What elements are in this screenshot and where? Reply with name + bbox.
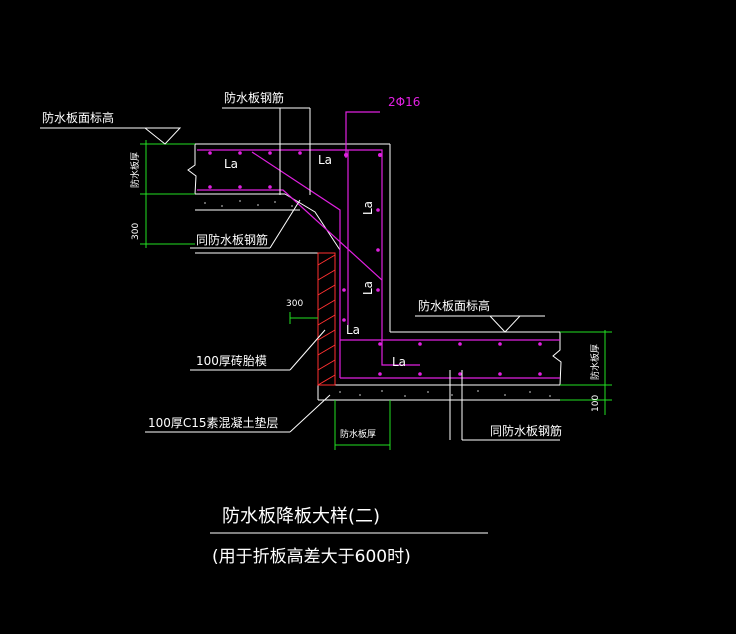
bar-spec-label: 2Φ16 xyxy=(388,95,420,109)
cushion-speckle xyxy=(204,200,551,397)
slab-outline xyxy=(187,143,562,401)
thickness-left-label: 防水板厚 xyxy=(129,152,141,188)
brick-mold-hatch xyxy=(317,252,336,386)
cushion-label: 100厚C15素混凝土垫层 xyxy=(148,415,279,430)
rebar-top-label: 防水板钢筋 xyxy=(224,90,284,105)
brick-mold-label: 100厚砖胎模 xyxy=(196,353,267,368)
la-label-1: La xyxy=(224,157,238,171)
rebar-lines xyxy=(197,111,560,379)
dim-100-label: 100 xyxy=(591,395,601,412)
dimension-lines xyxy=(140,140,612,450)
la-label-5: La xyxy=(346,323,360,337)
la-label-2: La xyxy=(318,153,332,167)
thickness-right-label: 防水板厚 xyxy=(589,344,601,380)
dim-300-mid: 300 xyxy=(286,299,303,309)
leaders xyxy=(40,107,560,534)
thickness-bottom-label: 防水板厚 xyxy=(340,428,376,440)
top-elevation-label: 防水板面标高 xyxy=(42,110,114,125)
same-rebar-right-label: 同防水板钢筋 xyxy=(490,423,562,438)
rebar-dots xyxy=(208,151,542,376)
dim-300-left: 300 xyxy=(131,223,141,240)
la-label-3: La xyxy=(361,201,375,215)
same-rebar-left-label: 同防水板钢筋 xyxy=(196,232,268,247)
la-label-4: La xyxy=(361,281,375,295)
right-elevation-label: 防水板面标高 xyxy=(418,298,490,313)
title-main: 防水板降板大样(二) xyxy=(222,506,380,527)
title-sub: (用于折板高差大于600时) xyxy=(212,547,411,567)
la-label-6: La xyxy=(392,355,406,369)
